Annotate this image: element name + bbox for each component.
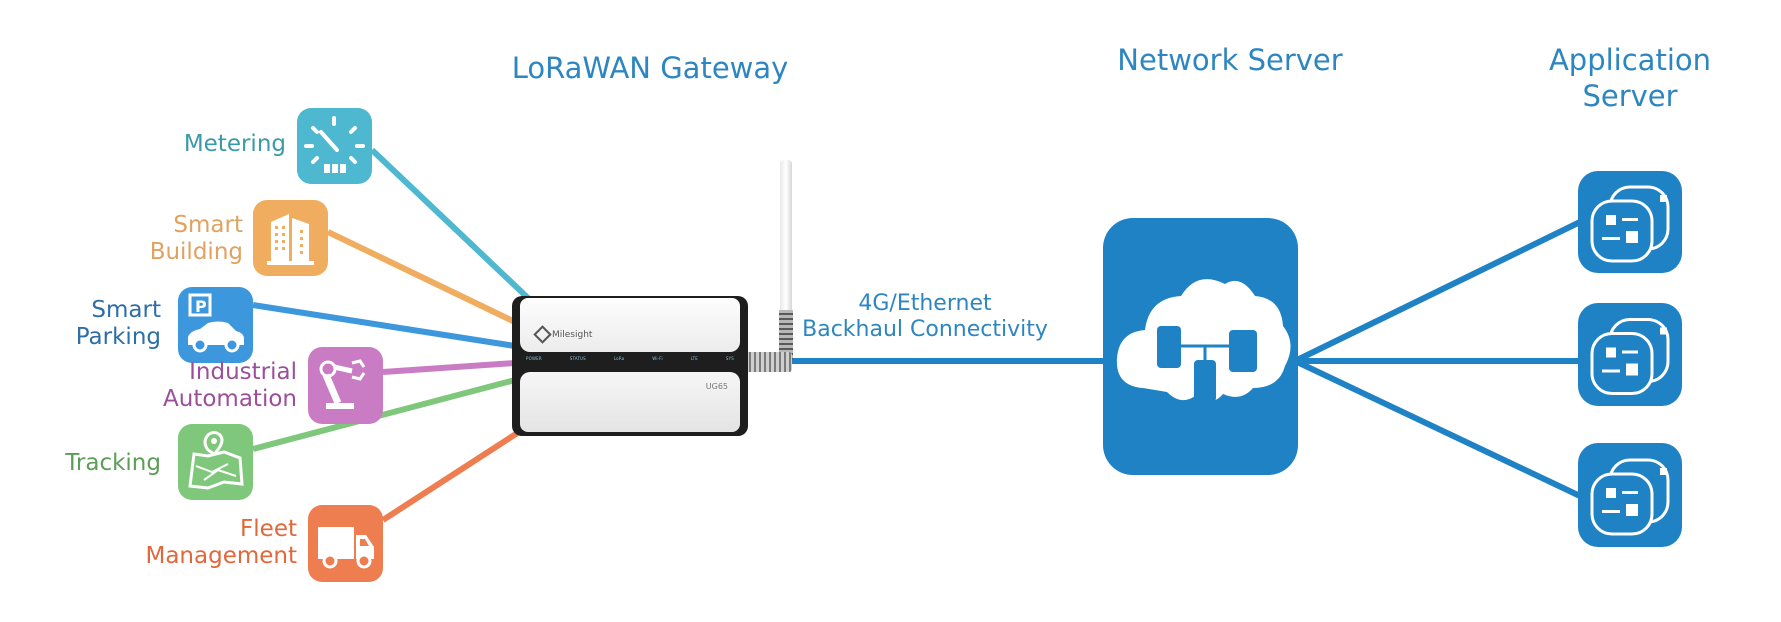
wire-tracking [252,377,516,452]
antenna [778,160,794,370]
label-industrial-automation: Industrial Automation [163,359,297,413]
led-label: POWER [526,356,542,361]
label-metering: Metering [183,131,286,157]
gateway-led-labels: POWER STATUS LoRa Wi-Fi LTE SYS [526,356,734,361]
building-icon [267,214,314,265]
label-fleet-management: Fleet Management [145,516,297,570]
robot-arm-icon [319,359,366,409]
led-label: Wi-Fi [652,356,663,361]
wire-metering [369,147,531,301]
label-fleet-management-line2: Management [145,543,297,569]
gateway-device: Milesight POWER STATUS LoRa Wi-Fi LTE SY… [512,296,748,436]
tile-industrial-automation [308,347,383,424]
backhaul-label: 4G/Ethernet Backhaul Connectivity [795,291,1055,343]
network-server-box [1103,218,1298,475]
gauge-meter-icon [304,116,365,173]
label-smart-building-line1: Smart [173,212,243,238]
wire-industrial-automation [382,360,516,375]
tile-metering [297,108,372,184]
label-smart-building: Smart Building [150,212,243,266]
tile-smart-building [253,200,328,276]
app-window-icon [1590,185,1670,263]
wire-app-server-3 [1293,358,1582,499]
network-server-title: Network Server [1117,43,1343,77]
label-tracking: Tracking [65,450,161,476]
app-window-icon [1590,318,1670,395]
tile-smart-parking: P [178,287,253,363]
label-smart-parking-line1: Smart [91,297,161,323]
milesight-logo-icon [533,325,552,344]
parking-car-icon: P [188,293,244,353]
led-label: LTE [690,356,698,361]
gateway-top-panel: Milesight [520,298,740,352]
tile-tracking [178,424,253,500]
wire-smart-building [326,229,517,325]
label-industrial-automation-line1: Industrial [189,359,297,385]
application-server-3 [1578,443,1682,547]
backhaul-label-line1: 4G/Ethernet [858,291,992,316]
app-window-icon [1590,458,1670,536]
application-server-title-line1: Application [1548,43,1712,77]
map-pin-icon [188,431,244,490]
gateway-brand-text: Milesight [552,329,593,340]
wire-app-server-1 [1293,219,1582,364]
application-server-1 [1578,171,1682,273]
label-industrial-automation-line2: Automation [163,386,297,412]
label-smart-building-line2: Building [149,239,243,265]
gateway-title: LoRaWAN Gateway [511,51,789,85]
label-smart-parking-line2: Parking [75,324,161,350]
led-label: SYS [725,356,734,361]
svg-text:P: P [195,297,207,316]
antenna-connector [746,352,792,372]
gateway-model: UG65 [705,382,728,391]
wire-fleet-management [381,427,524,523]
gateway-brand: Milesight [533,325,593,344]
label-fleet-management-line1: Fleet [240,516,297,542]
wire-smart-parking [252,302,516,349]
cloud-network-icon [1116,279,1291,402]
tile-fleet-management [308,505,383,582]
backhaul-label-line2: Backhaul Connectivity [802,317,1048,342]
application-server-title: Application Server [1520,42,1740,114]
truck-icon [318,527,374,569]
gateway-bottom-panel: UG65 [520,372,740,432]
application-server-title-line2: Server [1582,79,1678,113]
application-server-2 [1578,303,1682,406]
led-label: LoRa [613,356,625,361]
led-label: STATUS [569,356,586,361]
label-smart-parking: Smart Parking [76,297,161,351]
